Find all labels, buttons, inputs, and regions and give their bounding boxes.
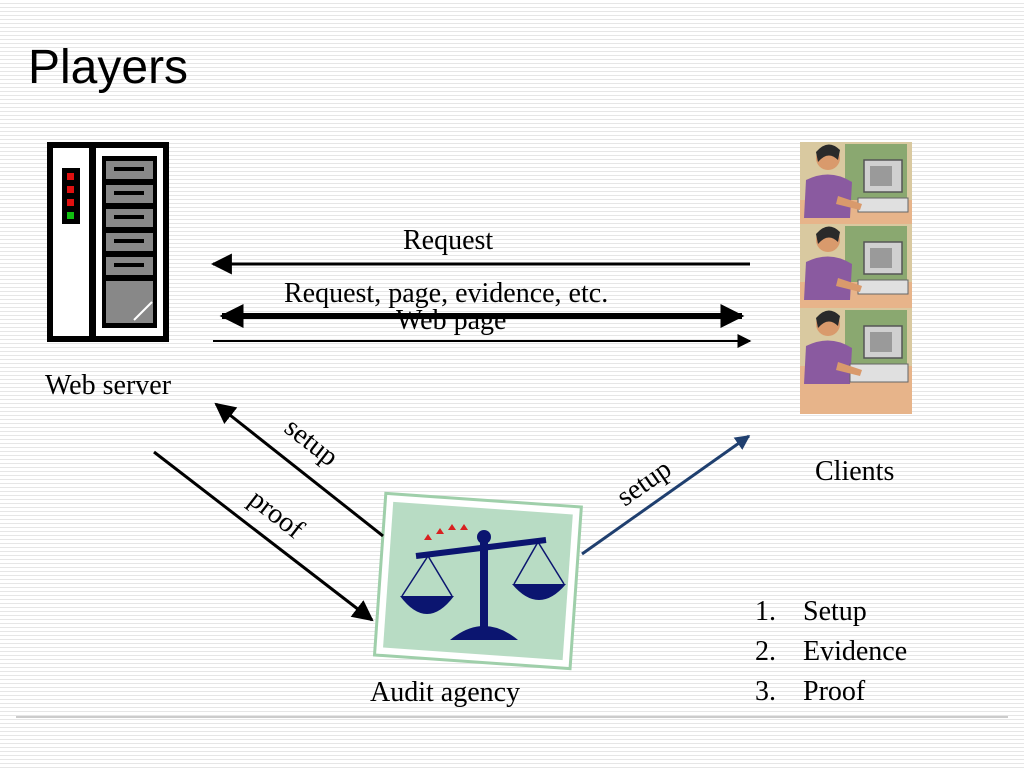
list-item: 1.Setup — [755, 596, 867, 627]
audit-agency-label: Audit agency — [370, 677, 521, 708]
client-computer-icon — [800, 142, 912, 414]
setup-server-arrow — [214, 402, 384, 538]
request-label: Request — [403, 225, 494, 256]
list-item: 3.Proof — [755, 676, 866, 707]
proof-label: proof — [243, 483, 310, 545]
list-item: 2.Evidence — [755, 636, 908, 667]
scales-of-justice-icon — [372, 491, 583, 671]
setup-server-label: setup — [278, 412, 344, 473]
setup-client-arrow — [581, 434, 751, 556]
proof-arrow — [153, 450, 374, 622]
slide-title: Players — [28, 41, 189, 94]
steps-list: 1.Setup 2.Evidence 3.Proof — [755, 592, 907, 712]
request-page-evidence-label: Request, page, evidence, etc. — [284, 278, 609, 309]
setup-client-label: setup — [611, 453, 677, 512]
web-page-label: Web page — [396, 305, 507, 336]
server-icon — [47, 142, 169, 342]
web-server-label: Web server — [45, 370, 172, 401]
footer-divider — [16, 716, 1008, 718]
clients-label: Clients — [815, 456, 895, 487]
